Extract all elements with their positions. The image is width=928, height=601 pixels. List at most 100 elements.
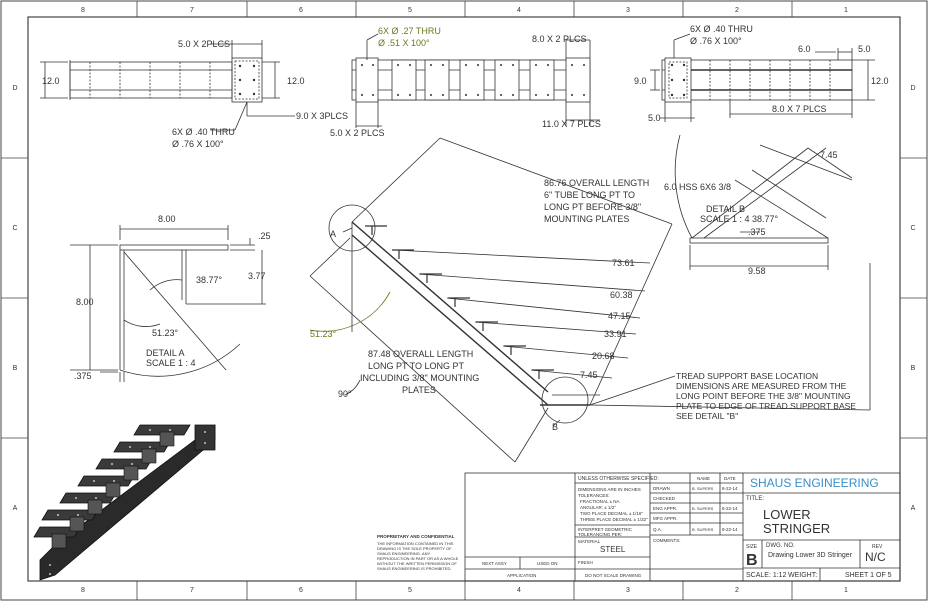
tb-eng-appr: ENG APPR. <box>653 506 677 511</box>
dim-label: 51.23° <box>152 328 179 338</box>
svg-text:LONG POINT BEFORE THE 3/8" MOU: LONG POINT BEFORE THE 3/8" MOUNTING <box>676 391 851 401</box>
col-label-top: 1 <box>844 7 848 14</box>
overall-length-note: 6" TUBE LONG PT TO <box>544 190 635 200</box>
top-view-middle-dims: 6X Ø .27 THRU Ø .51 X 100° 8.0 X 2 PLCS … <box>330 26 601 138</box>
tb-fractional: FRACTIONAL ± NA <box>580 499 620 504</box>
tread-note: TREAD SUPPORT BASE LOCATION DIMENSIONS A… <box>676 371 856 421</box>
angle-label: 38.77° <box>752 214 779 224</box>
tb-do-not-scale: DO NOT SCALE DRAWING <box>585 573 642 578</box>
dim-label: 8.00 <box>76 297 94 307</box>
row-label: A <box>911 505 916 512</box>
tb-three-place: THREE PLACE DECIMAL ± 1/32" <box>580 517 648 522</box>
svg-text:REPRODUCTION IN PART OR AS A W: REPRODUCTION IN PART OR AS A WHOLE <box>377 556 459 561</box>
svg-text:DIMENSIONS ARE MEASURED FROM T: DIMENSIONS ARE MEASURED FROM THE <box>676 381 847 391</box>
tb-qa: Q.A. <box>653 527 662 532</box>
dim-label: 12.0 <box>42 76 60 86</box>
col-label-top: 3 <box>626 7 630 14</box>
overall-length-note: LONG PT BEFORE 3/8" <box>544 202 641 212</box>
hole-note: Ø .51 X 100° <box>378 38 430 48</box>
tb-dwg-no: Drawing Lower 3D Stringer <box>768 552 853 559</box>
tb-finish: FINISH <box>578 560 593 565</box>
tb-angular: ANGULAR: ± 1/2° <box>580 505 616 510</box>
col-label-bottom: 7 <box>190 587 194 594</box>
dim-label: .25 <box>258 231 271 241</box>
dim-label: 12.0 <box>287 76 305 86</box>
top-view-right <box>650 33 875 122</box>
title-block <box>464 472 901 582</box>
dim-label: 11.0 X 7 PLCS <box>542 119 601 129</box>
tb-used-on: USED ON <box>537 561 558 566</box>
tb-drawn-date: 8-22-14 <box>722 486 738 491</box>
tb-interpret: TOLERANCING PER: <box>578 532 622 537</box>
dim-label: 3.77 <box>248 271 266 281</box>
col-label-bottom: 3 <box>626 587 630 594</box>
callout-circle-b <box>541 376 589 424</box>
dim-label: 9.58 <box>748 266 766 276</box>
incline-length-note: LONG PT TO LONG PT <box>368 361 465 371</box>
detail-a-dims: 8.00 .25 38.77° 3.77 8.00 51.23° .375 DE… <box>74 214 271 381</box>
tb-eng-date: 8-22-14 <box>722 506 738 511</box>
svg-text:PLATE TO EDGE OF TREAD SUPPORT: PLATE TO EDGE OF TREAD SUPPORT BASE <box>676 401 856 411</box>
drawing-title: STRINGER <box>763 521 830 536</box>
tb-unless: UNLESS OTHERWISE SPECIFIED: <box>578 476 659 482</box>
top-view-right-dims: 6X Ø .40 THRU Ø .76 X 100° 6.0 5.0 9.0 1… <box>634 24 889 123</box>
row-label: D <box>12 85 17 92</box>
dim-label: 5.0 <box>648 113 661 123</box>
dim-label: .375 <box>74 371 92 381</box>
tb-interpret: INTERPRET GEOMETRIC <box>578 527 633 532</box>
tb-qa-name: B. SUPERS <box>692 527 714 532</box>
dim-label: 60.38 <box>610 290 633 300</box>
row-label: B <box>911 365 916 372</box>
hole-note: 6X Ø .40 THRU <box>172 127 235 137</box>
tb-next-assy: NEXT ASSY <box>482 561 507 566</box>
dim-label: 6.0 <box>798 44 811 54</box>
col-label-top: 7 <box>190 7 194 14</box>
tb-drawn: DRAWN <box>653 486 670 491</box>
tb-size: B <box>746 552 758 569</box>
col-label-bottom: 8 <box>81 587 85 594</box>
col-label-top: 6 <box>299 7 303 14</box>
main-stringer-dims: 86.76 OVERALL LENGTH 6" TUBE LONG PT TO … <box>310 178 649 432</box>
incline-length-note: 87.48 OVERALL LENGTH <box>368 349 473 359</box>
svg-text:SHAUS ENGINEERING IS PROHIBITE: SHAUS ENGINEERING IS PROHIBITED. <box>377 566 451 571</box>
hole-note: Ø .76 X 100° <box>172 139 224 149</box>
tb-two-place: TWO PLACE DECIMAL ± 1/16" <box>580 511 643 516</box>
svg-text:PROPRIETARY AND CONFIDENTIAL: PROPRIETARY AND CONFIDENTIAL <box>377 534 455 539</box>
proprietary-notice: PROPRIETARY AND CONFIDENTIAL THE INFORMA… <box>377 534 459 571</box>
svg-text:DRAWING IS THE SOLE PROPERTY O: DRAWING IS THE SOLE PROPERTY OF <box>377 546 452 551</box>
tb-qa-date: 8-22-14 <box>722 527 738 532</box>
dim-label: 9.0 X 3PLCS <box>296 111 348 121</box>
row-label: C <box>12 225 17 232</box>
col-label-top: 5 <box>408 7 412 14</box>
tb-tolerances: TOLERANCES: <box>578 493 610 498</box>
inner-border <box>27 16 901 582</box>
tb-date-hdr: DATE <box>724 476 736 481</box>
svg-text:WITHOUT THE WRITTEN PERMISSION: WITHOUT THE WRITTEN PERMISSION OF <box>377 561 457 566</box>
drawing-title: LOWER <box>763 507 811 522</box>
tb-rev-label: REV <box>872 544 883 550</box>
title-block-text: UNLESS OTHERWISE SPECIFIED: DIMENSIONS A… <box>482 476 892 579</box>
overall-length-note: MOUNTING PLATES <box>544 214 629 224</box>
col-label-bottom: 2 <box>735 587 739 594</box>
row-label: D <box>910 85 915 92</box>
dim-label: 33.91 <box>604 329 627 339</box>
svg-text:THE INFORMATION CONTAINED IN T: THE INFORMATION CONTAINED IN THIS <box>377 541 454 546</box>
detail-b-view <box>674 134 853 270</box>
detail-scale: SCALE 1 : 4 <box>146 358 196 368</box>
col-label-top: 4 <box>517 7 521 14</box>
tb-drawn-name: B. SUPERS <box>692 486 714 491</box>
dim-label: 8.00 <box>158 214 176 224</box>
incline-length-note: INCLUDING 3/8" MOUNTING <box>360 373 479 383</box>
angle-label: 51.23° <box>310 329 337 339</box>
iso-stringer-view <box>33 424 216 581</box>
top-view-middle <box>351 33 600 128</box>
incline-length-note: PLATES <box>402 385 436 395</box>
dim-label: 9.0 <box>634 76 647 86</box>
tube-spec: 6.0 HSS 6X6 3/8 <box>664 182 731 192</box>
main-stringer-view <box>309 137 871 463</box>
overall-length-note: 86.76 OVERALL LENGTH <box>544 178 649 188</box>
dim-label: .375 <box>748 227 766 237</box>
col-label-bottom: 1 <box>844 587 848 594</box>
detail-b-dims: 6.0 HSS 6X6 3/8 DETAIL B SCALE 1 : 4 38.… <box>664 150 838 276</box>
